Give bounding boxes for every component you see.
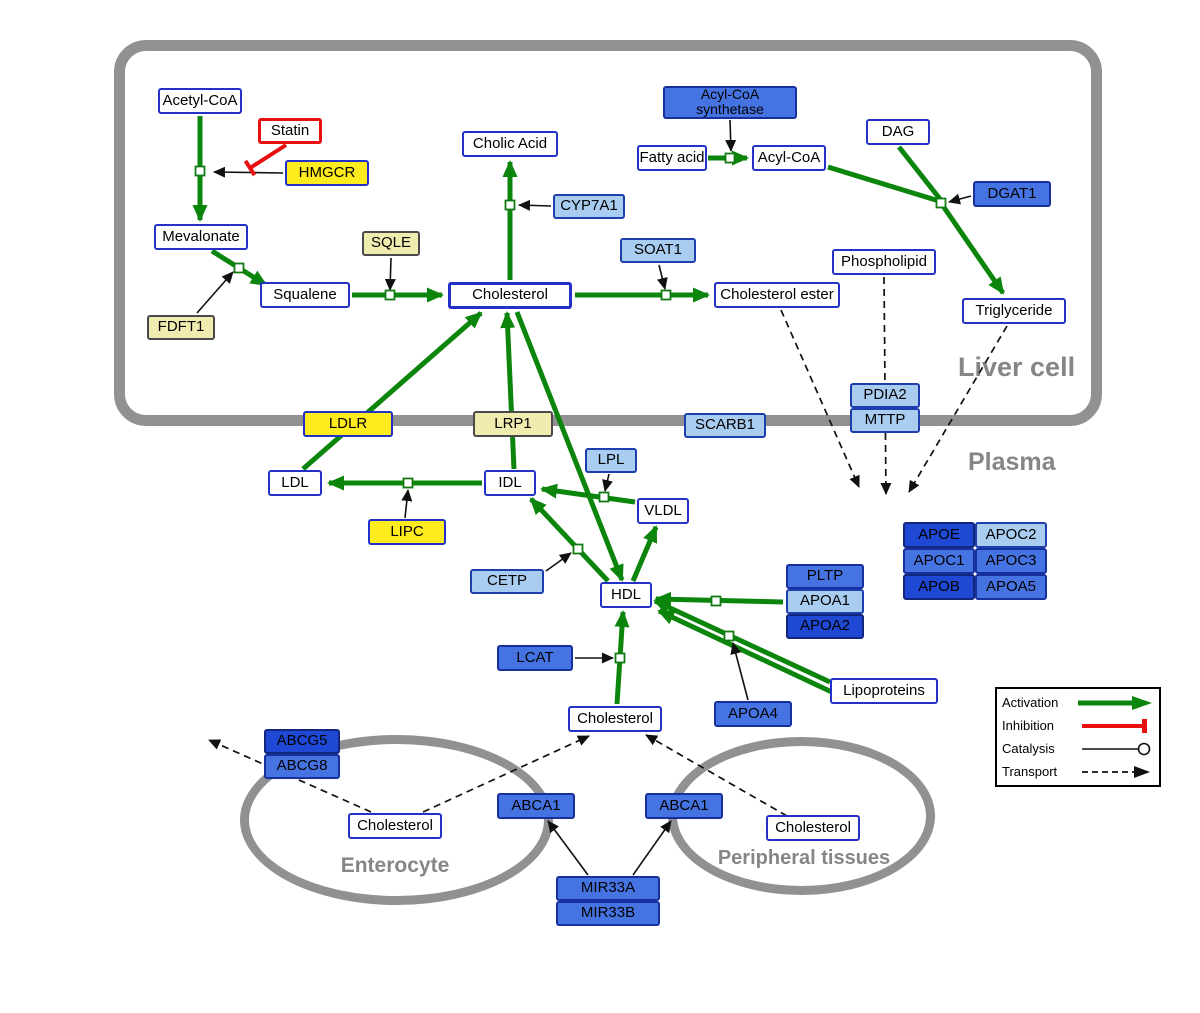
node-cholesterol-plasma[interactable]: Cholesterol (568, 706, 662, 732)
node-abca1-peripheral[interactable]: ABCA1 (645, 793, 723, 819)
legend-transport-row: Transport (1002, 761, 1154, 783)
node-apoa1[interactable]: APOA1 (786, 588, 864, 614)
node-squalene[interactable]: Squalene (260, 282, 350, 308)
node-lipoproteins[interactable]: Lipoproteins (830, 678, 938, 704)
legend-catalysis-label: Catalysis (1002, 741, 1055, 756)
reaction-node (614, 652, 626, 664)
node-ldl[interactable]: LDL (268, 470, 322, 496)
legend-transport-label: Transport (1002, 764, 1058, 779)
node-lpl[interactable]: LPL (585, 447, 637, 473)
node-lcat[interactable]: LCAT (497, 645, 573, 671)
node-apoc2[interactable]: APOC2 (975, 522, 1047, 548)
liver-cell-label: Liver cell (958, 352, 1076, 382)
node-acyl-coa[interactable]: Acyl-CoA (752, 145, 826, 171)
node-cetp[interactable]: CETP (470, 568, 544, 594)
node-apoa2[interactable]: APOA2 (786, 613, 864, 639)
edge-catalysis (730, 642, 749, 701)
node-fdft1[interactable]: FDFT1 (147, 314, 215, 340)
node-cyp7a1[interactable]: CYP7A1 (553, 193, 625, 219)
legend-inhibition-label: Inhibition (1002, 718, 1055, 733)
node-triglyceride[interactable]: Triglyceride (962, 298, 1066, 324)
plasma-label: Plasma (968, 448, 1056, 476)
node-apoc1[interactable]: APOC1 (903, 548, 975, 574)
node-cholesterol-ester[interactable]: Cholesterol ester (714, 282, 840, 308)
node-mir33b[interactable]: MIR33B (556, 900, 660, 926)
node-cholic-acid[interactable]: Cholic Acid (462, 131, 558, 157)
edge-catalysis (545, 552, 572, 572)
node-acetyl-coa[interactable]: Acetyl-CoA (158, 88, 242, 114)
reaction-node (402, 477, 414, 489)
node-ldlr[interactable]: LDLR (303, 411, 393, 437)
node-phospholipid[interactable]: Phospholipid (832, 249, 936, 275)
node-dag[interactable]: DAG (866, 119, 930, 145)
edge-catalysis (602, 473, 613, 492)
node-apob[interactable]: APOB (903, 574, 975, 600)
node-mttp[interactable]: MTTP (850, 407, 920, 433)
edge-activation (630, 525, 659, 582)
legend: Activation Inhibition Catalysis Transpor… (995, 687, 1161, 787)
node-soat1[interactable]: SOAT1 (620, 237, 696, 263)
node-statin[interactable]: Statin (258, 118, 322, 144)
node-vldl[interactable]: VLDL (637, 498, 689, 524)
edge-catalysis (632, 820, 672, 876)
liver-cell-compartment (114, 40, 1102, 426)
node-pdia2[interactable]: PDIA2 (850, 382, 920, 408)
reaction-node (723, 630, 735, 642)
activation-arrow-icon (1078, 695, 1152, 710)
node-lipc[interactable]: LIPC (368, 519, 446, 545)
node-pltp[interactable]: PLTP (786, 563, 864, 589)
node-cholesterol-enterocyte[interactable]: Cholesterol (348, 813, 442, 839)
node-sqle[interactable]: SQLE (362, 230, 420, 256)
reaction-node (598, 491, 610, 503)
node-abcg8[interactable]: ABCG8 (264, 753, 340, 779)
transport-arrow-icon (1082, 765, 1150, 778)
node-mir33a[interactable]: MIR33A (556, 875, 660, 901)
reaction-node (710, 595, 722, 607)
enterocyte-label: Enterocyte (340, 854, 450, 877)
node-lrp1[interactable]: LRP1 (473, 411, 553, 437)
node-abca1-enterocyte[interactable]: ABCA1 (497, 793, 575, 819)
legend-activation-label: Activation (1002, 695, 1059, 710)
legend-inhibition-row: Inhibition (1002, 715, 1154, 737)
edge-catalysis (401, 489, 413, 519)
node-hdl[interactable]: HDL (600, 582, 652, 608)
node-dgat1[interactable]: DGAT1 (973, 181, 1051, 207)
enterocyte-compartment (240, 735, 553, 905)
legend-catalysis-row: Catalysis (1002, 738, 1154, 760)
node-apoc3[interactable]: APOC3 (975, 548, 1047, 574)
node-mevalonate[interactable]: Mevalonate (154, 224, 248, 250)
edge-activation (614, 610, 630, 705)
edge-activation (654, 591, 784, 607)
node-fatty-acid[interactable]: Fatty acid (637, 145, 707, 171)
inhibition-tee-icon (1082, 718, 1147, 733)
peripheral-tissues-label: Peripheral tissues (717, 847, 891, 869)
node-cholesterol-peripheral[interactable]: Cholesterol (766, 815, 860, 841)
node-cholesterol-liver[interactable]: Cholesterol (448, 281, 572, 309)
node-abcg5[interactable]: ABCG5 (264, 728, 340, 754)
edge-catalysis (547, 820, 589, 876)
catalysis-circle-icon (1082, 742, 1151, 755)
node-apoe[interactable]: APOE (903, 522, 975, 548)
edge-activation (540, 483, 636, 505)
node-hmgcr[interactable]: HMGCR (285, 160, 369, 186)
node-idl[interactable]: IDL (484, 470, 536, 496)
legend-activation-row: Activation (1002, 692, 1154, 714)
node-apoa5[interactable]: APOA5 (975, 574, 1047, 600)
node-scarb1[interactable]: SCARB1 (684, 412, 766, 438)
node-apoa4[interactable]: APOA4 (714, 701, 792, 727)
reaction-node (572, 543, 584, 555)
node-acyl-coa-synthetase[interactable]: Acyl-CoA synthetase (663, 85, 797, 119)
